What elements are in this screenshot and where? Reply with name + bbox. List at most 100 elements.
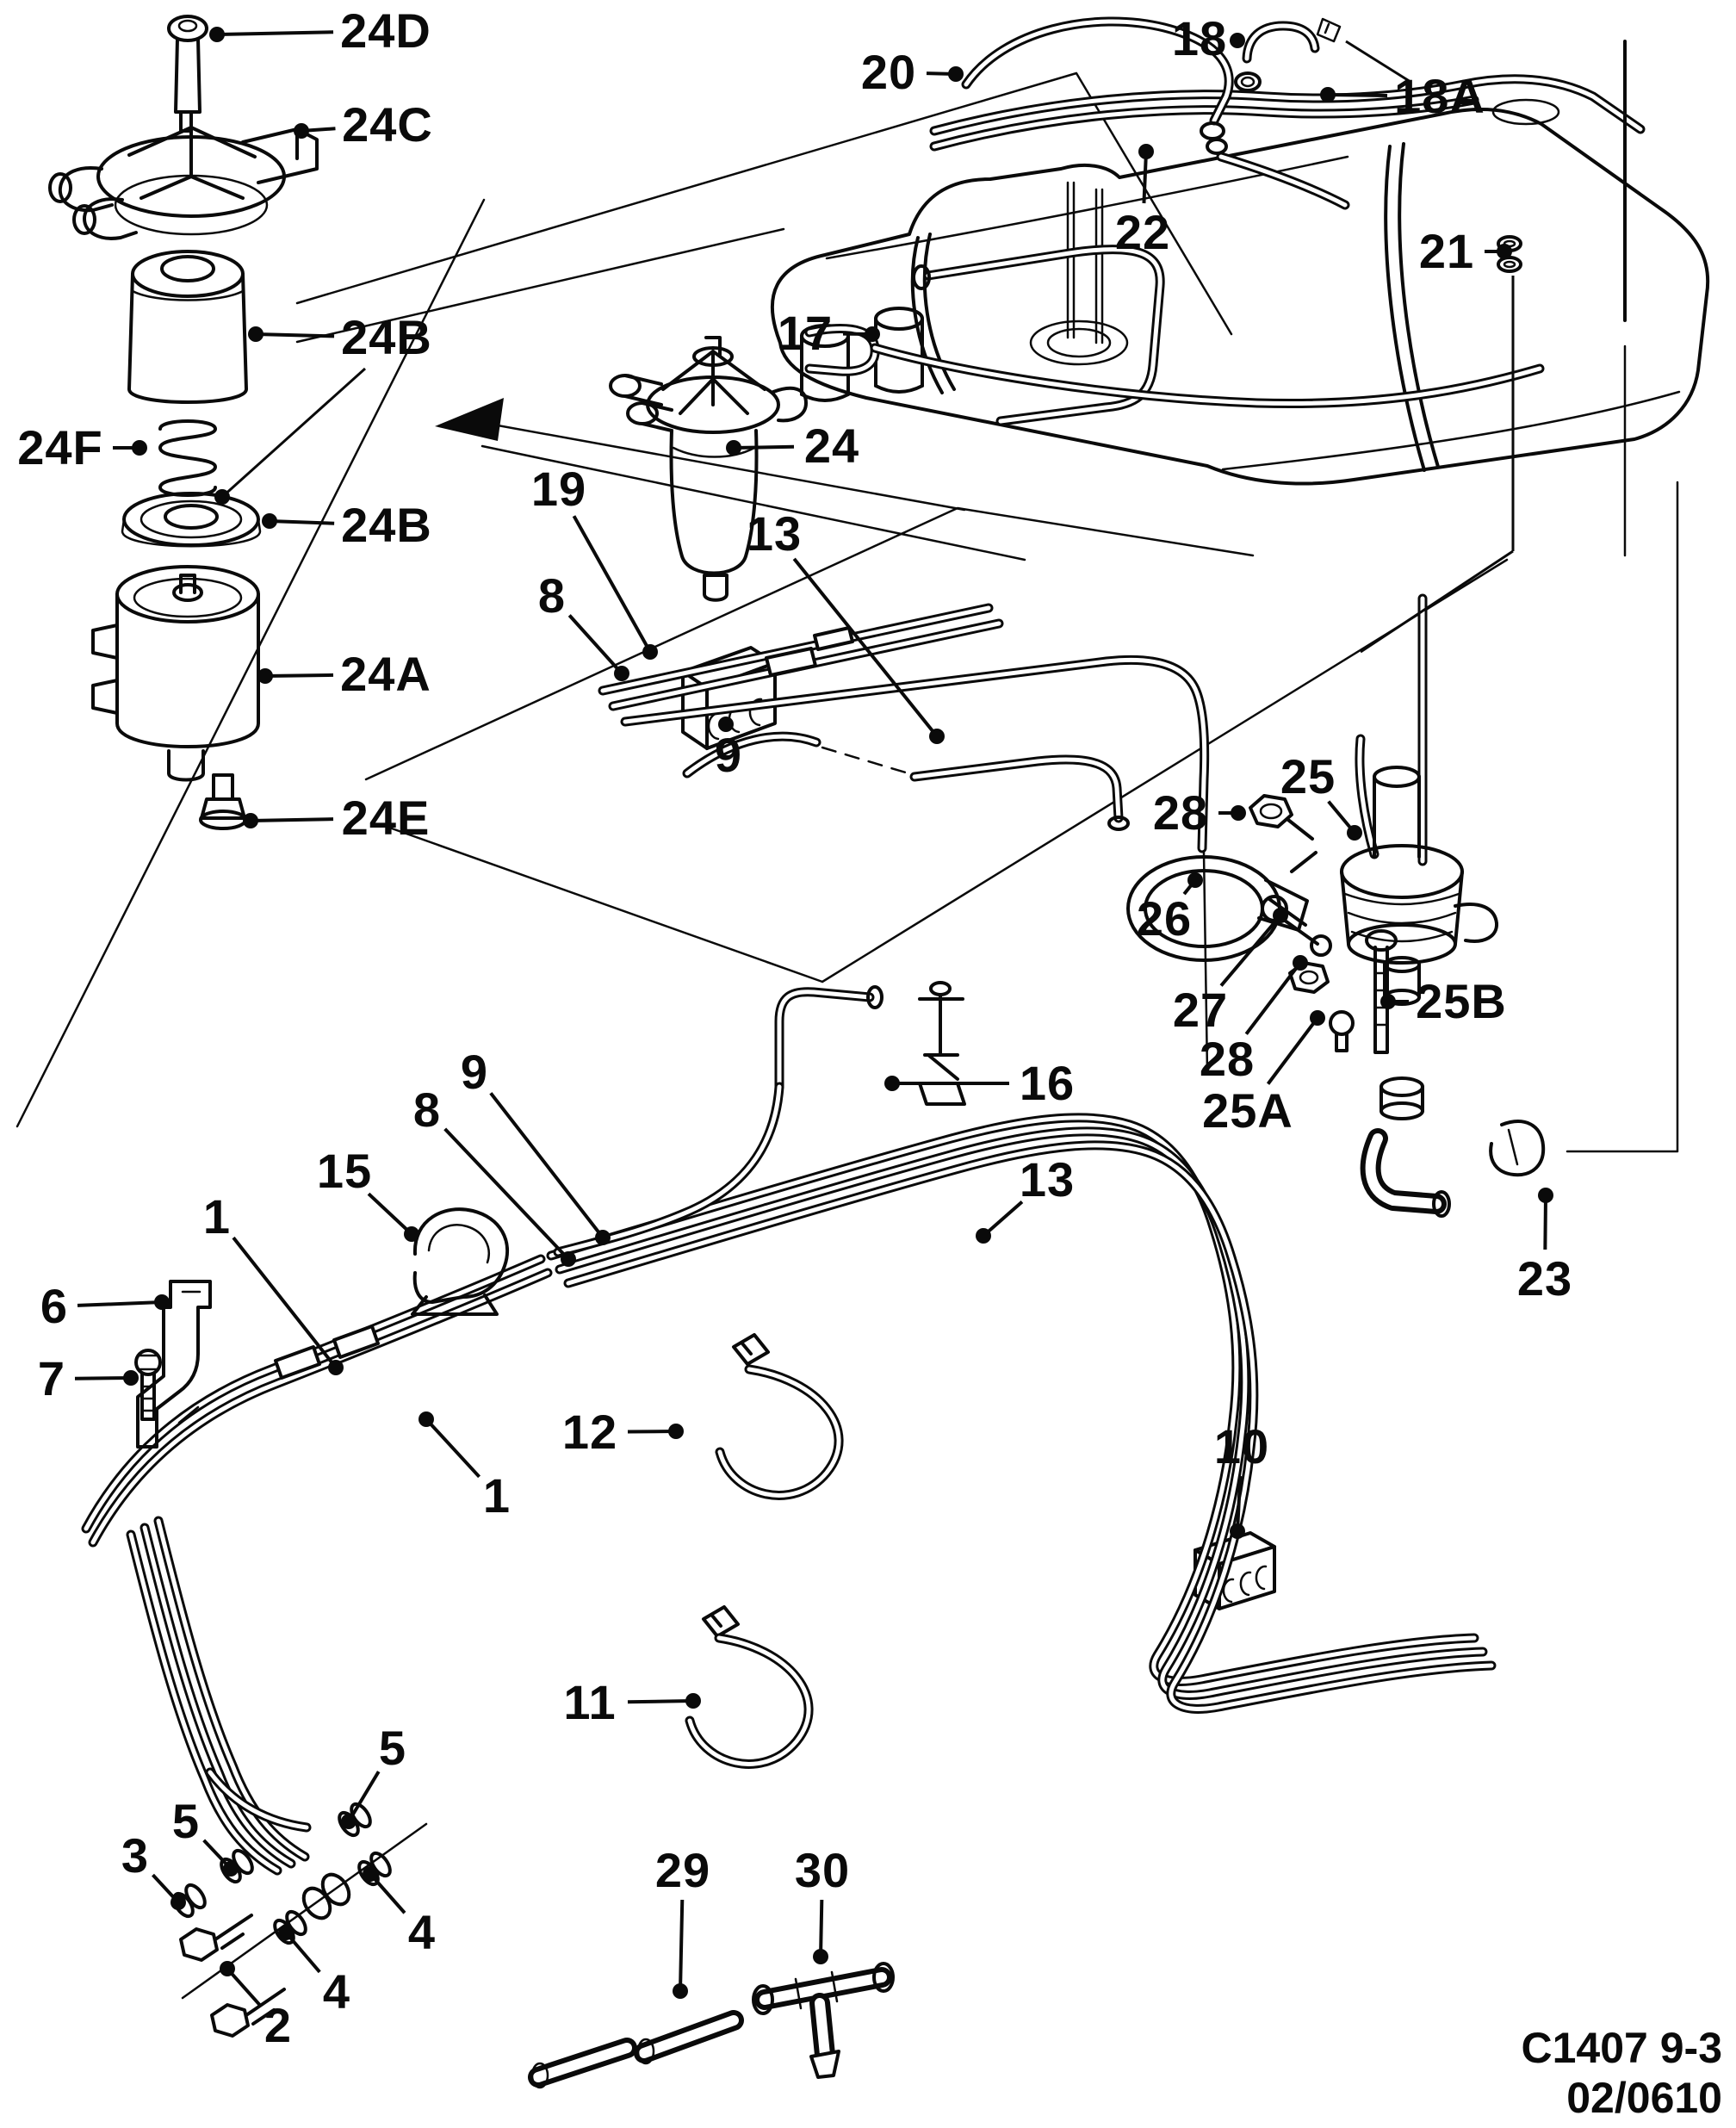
leader-line [443,1127,570,1261]
part-callout-24e-6: 24E [341,791,431,845]
drawing-code-line1: C1407 9-3 [1521,2024,1723,2072]
leader-dot [404,1226,419,1242]
leader-dot [1230,1523,1245,1539]
leader-dot [865,326,880,342]
part-callout-18-8: 18 [1171,11,1228,65]
leader-dot [884,1076,900,1091]
elbow-hose-23 [1360,1076,1546,1218]
leader-line [347,1771,381,1823]
bolt-25b [1365,929,1398,1054]
leader-dot [132,440,147,456]
part-callout-8-16: 8 [537,568,567,623]
part-callout-18a-9: 18A [1394,69,1485,123]
leader-dot [1273,908,1288,923]
part-callout-10-37: 10 [1213,1419,1270,1473]
part-callout-25-19: 25 [1280,749,1336,803]
bolt-24d [167,15,208,133]
part-callout-1-35: 1 [482,1468,512,1523]
part-callout-25b-24: 25B [1416,974,1507,1028]
part-callout-20-7: 20 [860,45,917,99]
leader-dot [685,1693,701,1709]
leader-dot [1187,872,1203,888]
spring-24f [158,419,217,497]
leader-line [1360,549,1514,654]
leader-line [819,1899,824,1957]
part-callout-8-29: 8 [412,1083,442,1137]
part-callout-24d-0: 24D [340,3,431,58]
part-callout-19-14: 19 [530,462,587,516]
part-callout-21-11: 21 [1418,224,1475,278]
part-callout-5-38: 5 [378,1721,407,1775]
tank-top-pipe-bundle [929,74,1646,152]
part-callout-22-10: 22 [1114,205,1171,259]
leader-dot [1293,955,1308,971]
part-callout-27-21: 27 [1172,983,1229,1037]
part-callout-25a-23: 25A [1202,1083,1293,1138]
fastener-set-bottom [172,1802,428,2038]
part-callout-2-43: 2 [264,1998,293,2052]
leader-line [1219,914,1282,987]
leader-dot [209,27,225,42]
hook-clip-11 [685,1605,814,1769]
leader-line [367,1192,413,1236]
leader-line [567,614,623,675]
leader-line [220,367,367,499]
leader-line [982,1200,1024,1238]
leader-dot [294,123,309,139]
leader-dot [948,66,964,82]
leader-dot [220,1961,235,1976]
leader-line [572,515,652,653]
part-callout-28-22: 28 [1199,1032,1256,1086]
hose-18-clip [1234,17,1342,92]
hose-9-and-elbow [682,731,1130,831]
leader-dot [170,1895,186,1910]
leader-dot [1347,825,1362,841]
leader-dot [1231,805,1246,821]
leader-line [1236,1475,1243,1532]
leader-dot [223,1861,239,1877]
drawing-code-line2: 02/0610 [1566,2073,1722,2122]
part-callout-24f-3: 24F [17,420,103,475]
part-callout-15-30: 15 [316,1144,373,1198]
bracket-6 [136,1280,212,1449]
leader-line [1327,93,1388,98]
leader-line [77,1300,163,1307]
part-callout-5-39: 5 [171,1794,201,1848]
part-callout-12-34: 12 [561,1405,618,1459]
part-callout-1-31: 1 [202,1189,232,1244]
filter-cartridge-24b [127,250,248,404]
leader-line [1345,40,1411,84]
part-callout-16-26: 16 [1019,1056,1076,1110]
leader-line [627,1699,694,1704]
bolt-2-and-3 [179,1914,286,2038]
nut-28-upper [1249,794,1314,841]
part-callout-6-32: 6 [40,1279,69,1333]
leader-line [250,817,334,822]
part-callout-11-36: 11 [563,1675,617,1729]
leader-dot [673,1983,688,1999]
leader-dot [614,666,629,681]
leader-dot [561,1251,576,1267]
part-callout-28-18: 28 [1152,785,1209,840]
leader-dot [154,1294,170,1310]
leader-dot [1320,87,1336,102]
leader-dot [976,1228,991,1244]
part-callout-7-33: 7 [37,1351,66,1405]
leader-line [425,1418,481,1479]
leader-line [264,673,334,678]
part-callout-4-42: 4 [322,1964,351,2019]
leader-dot [248,326,264,342]
inset-arrow-icon [435,398,504,441]
leader-dot [257,668,273,684]
leader-line [232,1236,338,1369]
hook-clip-12 [715,1333,844,1500]
leader-dot [123,1370,139,1386]
part-callout-23-25: 23 [1516,1251,1573,1306]
leader-line [733,444,795,450]
leader-dot [813,1949,828,1964]
pipe-16-assembly [774,981,966,1106]
leader-line [369,1872,406,1914]
leader-line [489,1092,604,1239]
part-callout-13-15: 13 [746,506,803,561]
leader-line [269,519,335,525]
